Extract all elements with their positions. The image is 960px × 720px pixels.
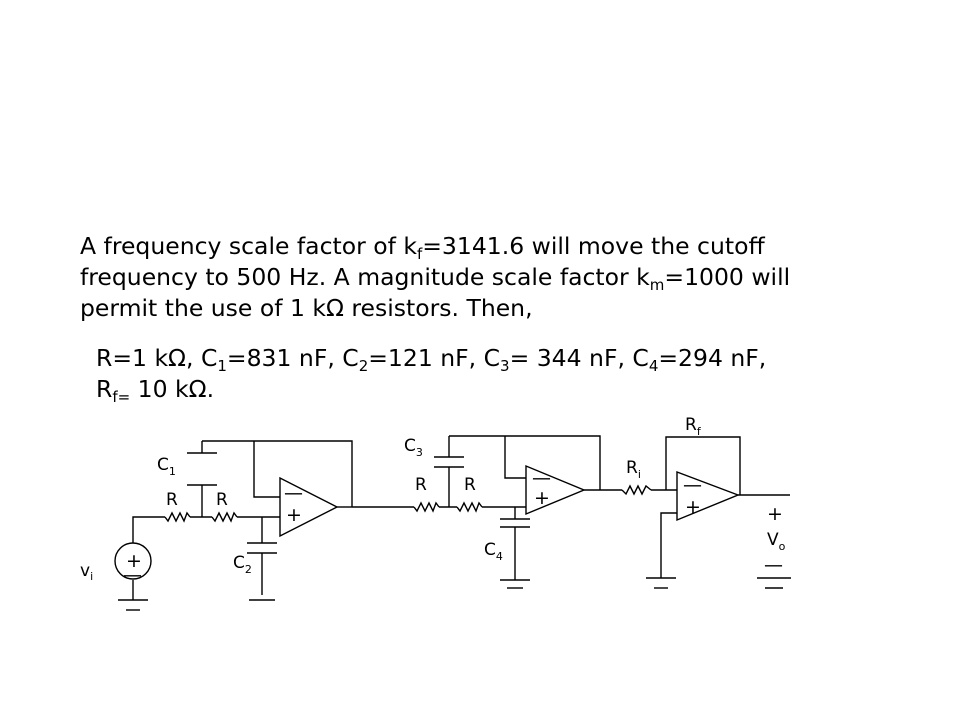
source-minus-sign: — <box>123 564 142 586</box>
op-amp-3-plus: + <box>685 496 701 518</box>
resistor-r-c <box>413 501 440 513</box>
op-amp-3-minus: — <box>683 474 702 496</box>
result-part-2: =831 nF, C <box>226 344 359 372</box>
p1-part-a: A frequency scale factor of k <box>80 232 417 260</box>
op-amp-2-plus: + <box>534 487 550 509</box>
op-amp-2-minus: — <box>532 467 551 489</box>
output-plus-sign: + <box>767 503 783 525</box>
label-vi: vi <box>80 561 93 583</box>
explanation-paragraph: A frequency scale factor of kf=3141.6 wi… <box>80 231 840 324</box>
label-r-c: R <box>415 475 427 495</box>
op-amp-3 <box>676 470 740 522</box>
label-r-d: R <box>464 475 476 495</box>
result-part-3: =121 nF, C <box>368 344 501 372</box>
ground-symbol <box>646 577 676 589</box>
resistor-ri <box>621 484 652 496</box>
capacitor-c4 <box>500 518 530 528</box>
op-amp-1-plus: + <box>286 504 302 526</box>
label-rf: Rf <box>685 415 702 438</box>
label-r-b: R <box>216 490 228 510</box>
op-amp-1-minus: — <box>284 482 303 504</box>
p1-sub-f: f <box>416 245 423 263</box>
label-c2: C2 <box>233 553 252 576</box>
p1-part-b: =3141.6 will move the cutoff frequency t… <box>80 232 765 291</box>
label-c4: C4 <box>484 540 503 563</box>
component-values: R=1 kΩ, C1=831 nF, C2=121 nF, C3= 344 nF… <box>96 343 856 405</box>
ground-symbol <box>500 579 530 589</box>
p1-part-c: =1000 will permit the use of 1 kΩ resist… <box>80 263 791 322</box>
result-sub-4: 4 <box>648 357 659 375</box>
result-part-1: R=1 kΩ, C <box>96 344 218 372</box>
capacitor-c3 <box>434 456 464 468</box>
op-amp-1 <box>279 476 339 538</box>
ground-symbol <box>118 599 148 611</box>
capacitor-c2 <box>247 542 277 554</box>
label-c1: C1 <box>157 455 176 478</box>
result-part-6: R <box>96 375 113 403</box>
wires-stage-1 <box>132 440 353 600</box>
result-part-5: =294 nF, <box>658 344 767 372</box>
result-part-4: = 344 nF, C <box>509 344 649 372</box>
result-sub-1: 1 <box>217 357 227 375</box>
capacitor-c1 <box>187 452 217 486</box>
label-ri: Ri <box>626 458 641 481</box>
voltage-source-vi <box>114 542 152 580</box>
result-part-7: 10 kΩ. <box>130 375 215 403</box>
resistor-r-d <box>456 501 483 513</box>
source-plus-sign: + <box>126 550 142 572</box>
op-amp-2 <box>525 464 586 516</box>
wires-stage-3 <box>651 436 790 578</box>
wires-stage-2 <box>352 435 622 580</box>
label-c3: C3 <box>404 436 423 459</box>
label-r-a: R <box>166 490 178 510</box>
label-vo: Vo <box>767 530 786 553</box>
resistor-r-a <box>164 511 191 523</box>
p1-sub-m: m <box>649 276 665 294</box>
result-sub-6: f= <box>112 388 131 406</box>
ground-symbol <box>757 577 791 589</box>
output-minus-sign: — <box>764 554 783 576</box>
result-sub-3: 3 <box>500 357 510 375</box>
result-sub-2: 2 <box>358 357 369 375</box>
resistor-r-b <box>211 511 238 523</box>
